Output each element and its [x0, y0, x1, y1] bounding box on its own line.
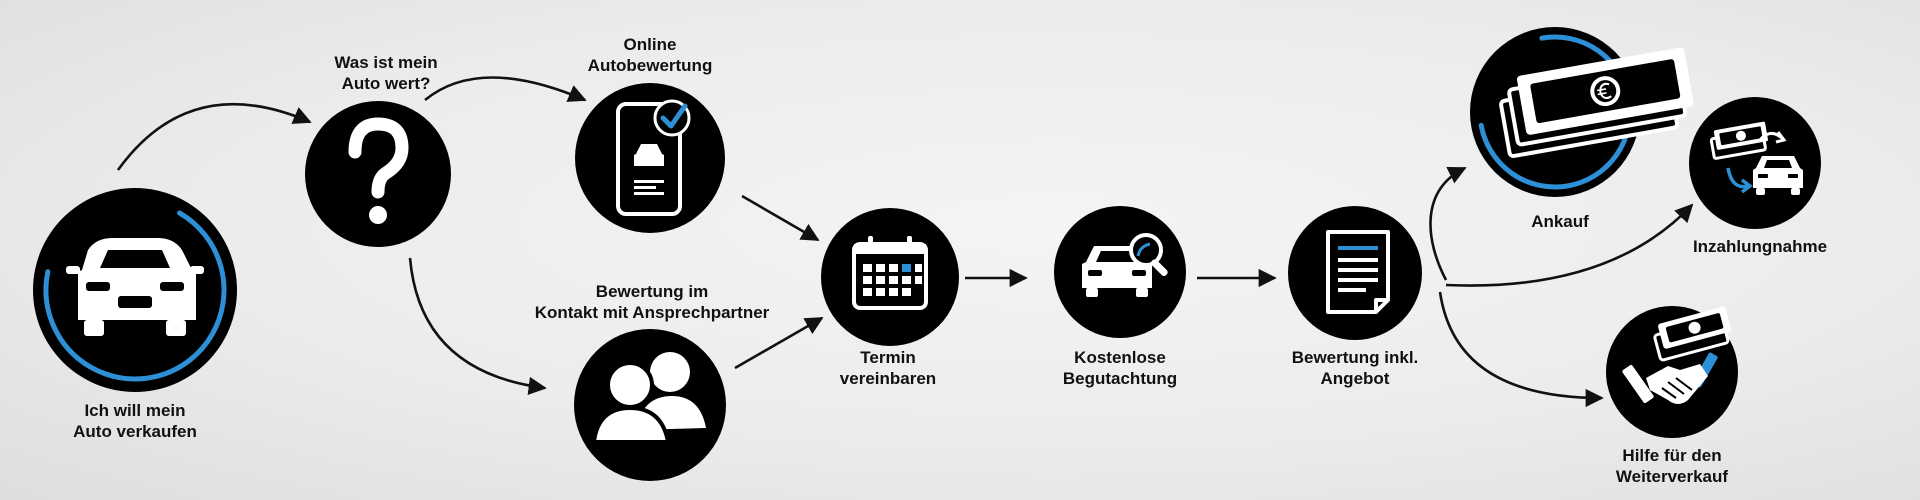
money-car-exchange-icon	[1709, 121, 1803, 195]
label-tradein: Inzahlungnahme	[1692, 237, 1828, 256]
node-tradein	[1689, 97, 1821, 229]
label-inspection: Kostenlose Begutachtung	[1062, 348, 1178, 388]
label-purchase: Ankauf	[1531, 212, 1589, 231]
arrow-sell-to-question	[116, 103, 312, 171]
node-online	[575, 83, 725, 233]
car-magnifier-icon	[1082, 233, 1168, 297]
node-offer	[1288, 206, 1422, 340]
arrow-question-to-contact	[408, 257, 547, 395]
arrow-question-to-online	[424, 76, 587, 102]
car-front-icon	[66, 238, 204, 336]
label-resale: Hilfe für den Weiterverkauf	[1615, 446, 1729, 486]
node-sell-progress-ring	[43, 198, 227, 382]
question-mark-icon	[348, 117, 409, 224]
arrow-offer-to-tradein	[1445, 203, 1694, 287]
arrow-offer-to-purchase	[1429, 166, 1467, 281]
node-sell	[33, 188, 237, 392]
node-question	[305, 101, 451, 247]
banknote-euro-icon	[1499, 47, 1694, 158]
node-inspection	[1054, 206, 1186, 338]
node-purchase	[1470, 27, 1694, 197]
node-offer-circle	[1288, 206, 1422, 340]
node-resale	[1606, 306, 1738, 438]
label-offer: Bewertung inkl. Angebot	[1291, 348, 1419, 388]
arrow-online-to-appointment	[741, 194, 820, 242]
flow-arrows	[116, 76, 1694, 408]
arrow-offer-to-resale	[1438, 291, 1604, 408]
label-online: Online Autobewertung	[587, 35, 713, 75]
node-tradein-circle	[1689, 97, 1821, 229]
label-question: Was ist mein Auto wert?	[334, 53, 438, 93]
document-icon	[1326, 230, 1390, 314]
label-appointment: Termin vereinbaren	[839, 348, 937, 388]
label-contact: Bewertung im Kontakt mit Ansprechpartner	[534, 282, 770, 322]
label-sell: Ich will mein Auto verkaufen	[73, 401, 197, 441]
arrow-contact-to-appointment	[734, 316, 824, 370]
handshake-money-icon	[1622, 306, 1732, 404]
calendar-icon	[852, 236, 928, 310]
node-contact	[574, 329, 726, 481]
smartphone-check-icon	[616, 99, 691, 216]
people-icon	[591, 352, 706, 444]
node-appointment	[821, 208, 959, 346]
